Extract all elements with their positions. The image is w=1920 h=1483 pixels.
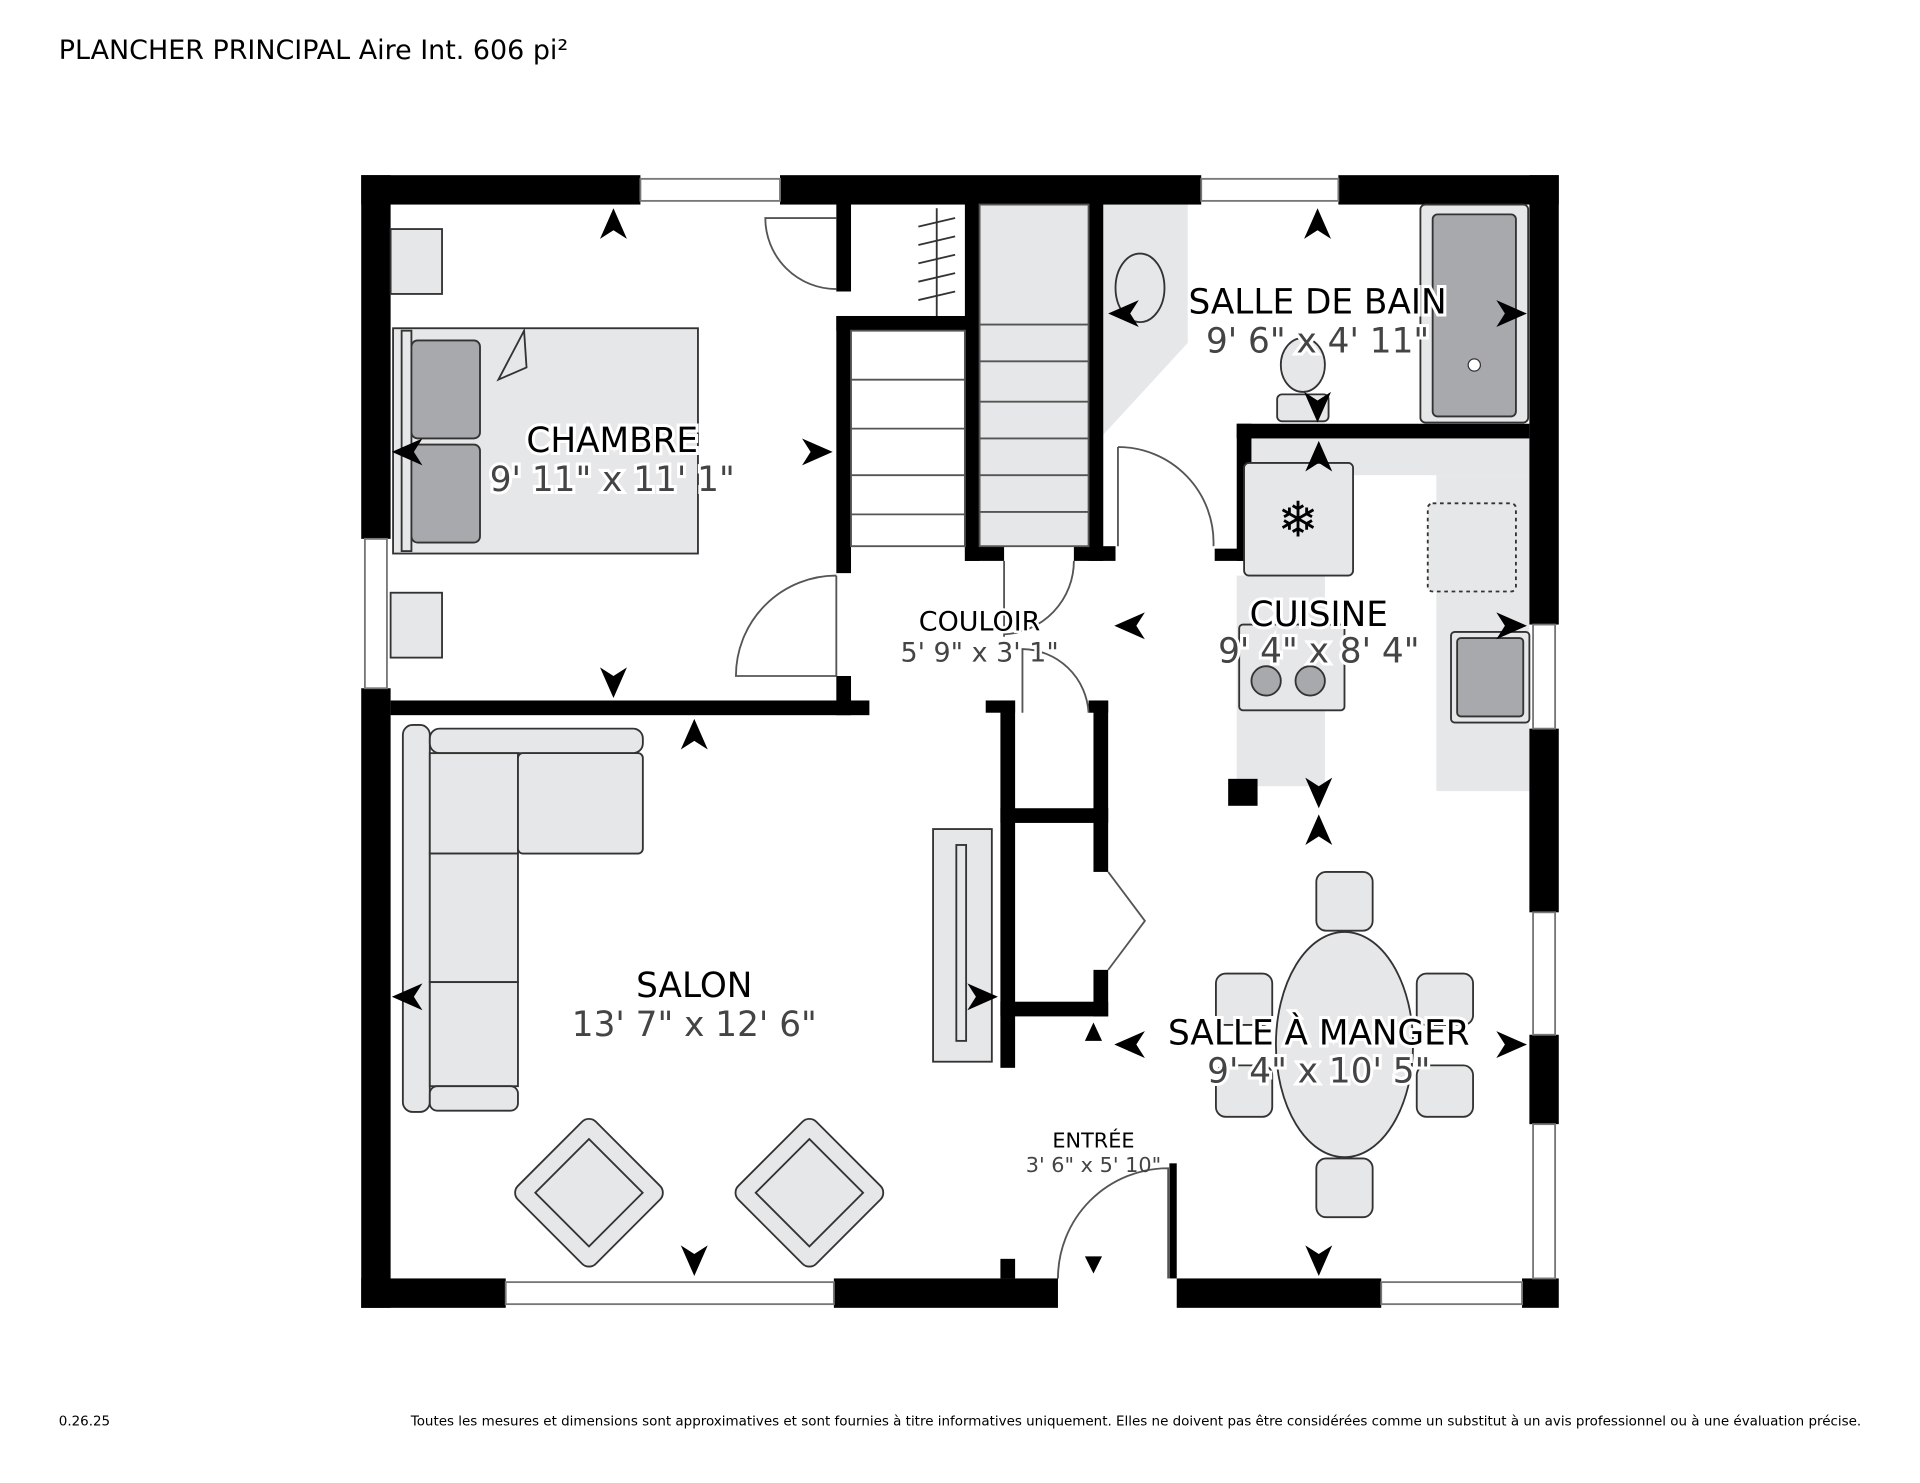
arrow-icon	[1305, 1245, 1333, 1276]
exterior-walls	[361, 175, 1559, 1308]
page-title: PLANCHER PRINCIPAL Aire Int. 606 pi²	[59, 35, 568, 66]
interior-walls	[390, 195, 1530, 1279]
room-label-entree: ENTRÉE 3' 6" x 5' 10"	[1026, 1127, 1161, 1176]
arrow-icon	[1496, 300, 1527, 328]
svg-text:3' 6" x 5' 10": 3' 6" x 5' 10"	[1026, 1153, 1161, 1177]
arrow-icon	[1304, 391, 1332, 423]
staircase	[850, 203, 1090, 548]
arrow-icon	[1114, 612, 1145, 640]
arrow-icon	[1496, 612, 1527, 640]
svg-text:ENTRÉE: ENTRÉE	[1052, 1127, 1134, 1152]
arrow-icon	[1304, 208, 1332, 239]
version-label: 0.26.25	[59, 1414, 110, 1429]
room-label-salon: SALON 13' 7" x 12' 6"	[569, 963, 820, 1048]
svg-text:CUISINE: CUISINE	[1250, 595, 1388, 635]
svg-text:COULOIR: COULOIR	[919, 607, 1041, 638]
arrow-icon	[1305, 814, 1333, 845]
svg-text:9' 11" x 11' 1": 9' 11" x 11' 1"	[490, 460, 735, 500]
disclaimer: Toutes les mesures et dimensions sont ap…	[410, 1413, 1861, 1429]
arrow-icon	[1305, 440, 1333, 472]
snowflake-icon: ❄	[1277, 491, 1318, 548]
arrow-icon	[1084, 1256, 1103, 1274]
dimension-arrows	[391, 208, 1527, 1276]
svg-text:9' 4" x 8' 4": 9' 4" x 8' 4"	[1218, 632, 1419, 672]
room-label-couloir: COULOIR 5' 9" x 3' 1"	[898, 604, 1061, 671]
svg-text:CHAMBRE: CHAMBRE	[526, 421, 698, 461]
svg-text:13' 7" x 12' 6": 13' 7" x 12' 6"	[572, 1005, 817, 1045]
room-label-salle-de-bain: SALLE DE BAIN 9' 6" x 4' 11"	[1185, 279, 1449, 364]
living-room-furniture	[401, 724, 993, 1268]
svg-text:SALON: SALON	[636, 966, 752, 1006]
room-label-salle-a-manger: SALLE À MANGER 9' 4" x 10' 5"	[1165, 1009, 1473, 1094]
bedroom-furniture	[389, 228, 699, 659]
arrow-icon	[802, 438, 833, 466]
arrow-icon	[1108, 300, 1139, 328]
arrow-icon	[680, 718, 708, 750]
svg-text:5' 9" x 3' 1": 5' 9" x 3' 1"	[900, 637, 1058, 668]
arrow-icon	[680, 1245, 708, 1276]
room-label-chambre: CHAMBRE 9' 11" x 11' 1"	[487, 418, 738, 503]
arrow-icon	[1114, 1031, 1145, 1059]
svg-text:SALLE DE BAIN: SALLE DE BAIN	[1188, 283, 1446, 323]
arrow-icon	[391, 983, 423, 1011]
dining-table	[1215, 870, 1474, 1219]
arrow-icon	[600, 667, 627, 699]
svg-text:SALLE À MANGER: SALLE À MANGER	[1168, 1013, 1470, 1054]
windows	[363, 177, 1557, 1306]
arrow-icon	[967, 983, 998, 1011]
arrow-icon	[1305, 777, 1333, 809]
door-swings	[734, 217, 1215, 1279]
room-label-cuisine: CUISINE 9' 4" x 8' 4"	[1215, 592, 1423, 675]
svg-text:9' 4" x 10' 5": 9' 4" x 10' 5"	[1207, 1052, 1430, 1092]
arrow-icon	[1496, 1031, 1527, 1059]
svg-text:9' 6" x 4' 11": 9' 6" x 4' 11"	[1206, 322, 1429, 362]
closet-rod	[918, 208, 956, 316]
arrow-icon	[391, 438, 423, 466]
arrow-icon	[1084, 1022, 1103, 1041]
arrow-icon	[600, 208, 627, 239]
kitchen-fixtures: ❄	[1238, 462, 1531, 724]
